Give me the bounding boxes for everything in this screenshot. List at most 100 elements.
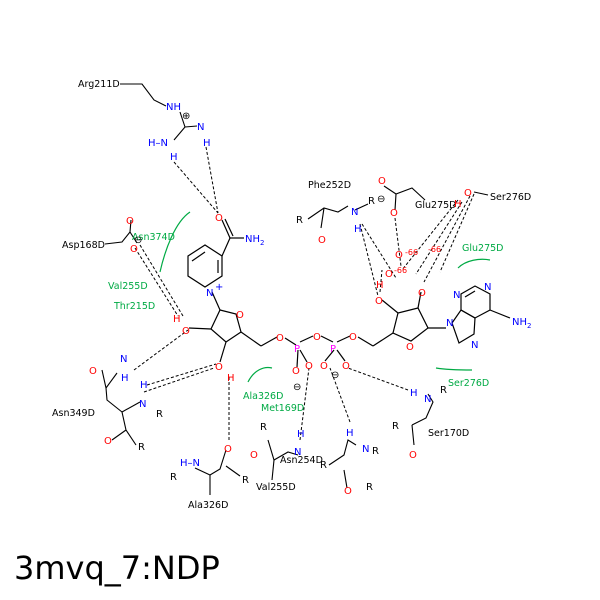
label-asp168: Asp168D <box>62 240 105 251</box>
atom-o-glu2: O <box>390 208 398 219</box>
atom-o-asn349-b: O <box>104 436 112 447</box>
atom-r-ala2: R <box>242 475 249 486</box>
p1-o-down <box>296 349 299 368</box>
atom-r-val: R <box>260 422 267 433</box>
o-c5b <box>357 336 374 347</box>
pyrimidine-ring <box>460 285 491 319</box>
atom-r-ser170: R <box>440 385 447 396</box>
label-ser276-contact: Ser276D <box>448 378 489 389</box>
atom-o-ala: O <box>224 444 232 455</box>
atom-o-ribose2: O <box>406 342 414 353</box>
arg211-chain <box>120 83 167 107</box>
atom-o-ribose1: O <box>236 310 244 321</box>
asn349-nh <box>105 372 118 389</box>
ribose-2 <box>392 307 429 342</box>
glu275-o <box>394 193 397 211</box>
ser170-chain <box>411 393 434 426</box>
nh2-sub: 2 <box>260 239 264 247</box>
atom-nh-arg: NH <box>166 102 181 113</box>
phe252-chain <box>307 205 349 220</box>
atom-r-ala: R <box>170 472 177 483</box>
asn254-co <box>343 469 348 489</box>
label-thr215: Thr215D <box>113 301 155 312</box>
atom-r-asn254: R <box>372 446 379 457</box>
atom-n-arg: N <box>197 122 204 133</box>
atom-o3b: O <box>418 288 426 299</box>
ser170-co <box>411 424 415 446</box>
atom-nh-asn349: N <box>120 354 127 365</box>
amide-link <box>221 237 231 257</box>
atom-o-glu1: O <box>378 176 386 187</box>
atom-h-arg2: H <box>170 152 178 163</box>
p2-o-side <box>336 349 346 362</box>
hbond-phe-o <box>359 223 379 297</box>
hbond-ser-2 <box>415 201 463 275</box>
asp168-o <box>129 219 132 233</box>
atom-h-arg: H <box>203 138 211 149</box>
o-p2 <box>320 335 334 343</box>
c2-o <box>188 327 212 330</box>
p1-o <box>299 335 314 343</box>
c5b-c4 <box>372 332 394 347</box>
ala326-r <box>225 465 241 477</box>
atom-o-amide: O <box>215 213 223 224</box>
adenine-db <box>464 290 476 298</box>
atom-r-phe2: R <box>368 196 375 207</box>
hbond-asn-o3 <box>146 363 217 386</box>
atom-h-o3: H <box>227 373 235 384</box>
atom-hn-ala: H–N <box>180 458 200 469</box>
hbond-asp-o2-1 <box>134 247 179 317</box>
arg211-cz-nh <box>184 125 198 128</box>
atom-n-asn254: N <box>362 444 369 455</box>
arg211-cz <box>179 111 186 128</box>
atom-o3-ribose: O <box>215 362 223 373</box>
atom-n-phe: N <box>351 207 358 218</box>
imidazole-ring <box>451 309 476 344</box>
p2-o-down <box>324 349 335 362</box>
residue-labels: Arg211D Asp168D Asn349D Phe252D Glu275D … <box>52 79 531 511</box>
dist-1: -66 <box>405 248 418 257</box>
atom-o-val: O <box>250 450 258 461</box>
atom-nh2-adenine: NH2 <box>512 317 531 330</box>
hbond-ser-3 <box>423 195 471 283</box>
atom-r-asn349: R <box>156 409 163 420</box>
atom-r-asn349-b: R <box>138 442 145 453</box>
atom-o2-ribose: O <box>182 326 190 337</box>
nicotinamide-ring <box>187 244 223 288</box>
label-ala326-contact: Ala326D <box>243 391 283 402</box>
atom-r-asn254c: R <box>366 482 373 493</box>
val255-down <box>271 459 275 481</box>
atom-labels: NH ⊕ N H H–N H O NH2 N + O O ⊖ O O H O H… <box>89 102 531 497</box>
amide-co-2 <box>224 218 234 237</box>
atom-h-o2b: H <box>376 280 384 291</box>
arg211-cz-nh2 <box>173 126 186 141</box>
atom-minus-glu: ⊖ <box>377 194 385 205</box>
phe252-nr <box>354 203 369 211</box>
atom-o-p1b: O <box>305 361 313 372</box>
p1-o-side <box>299 349 308 363</box>
atom-n7: N <box>471 340 478 351</box>
hbond-asn254-p1 <box>299 367 310 441</box>
hbond-n-p2 <box>329 367 351 423</box>
hbond-asn-o2 <box>133 329 189 371</box>
atom-n-val: N <box>294 447 301 458</box>
contact-labels: Asn374D Val255D Thr215D Ala326D Met169D … <box>108 232 503 414</box>
ser276-bond <box>473 191 489 196</box>
atom-p2: P <box>330 344 336 355</box>
atom-r-ser170b: R <box>392 421 399 432</box>
c3-o <box>219 341 227 363</box>
residue-bonds <box>101 83 489 495</box>
ala326-chain <box>194 449 227 476</box>
atom-h-ser276: H <box>454 199 462 210</box>
atom-minus-asp: ⊖ <box>134 235 142 246</box>
label-met169: Met169D <box>261 403 304 414</box>
contact-asn374 <box>159 211 191 273</box>
atom-plus-ring: + <box>215 282 223 293</box>
atom-o-cluster2: O <box>385 269 393 280</box>
atom-n3: N <box>453 290 460 301</box>
c5-o5 <box>260 336 278 347</box>
atom-h-val: H <box>297 429 305 440</box>
dist-2: -66 <box>428 245 441 254</box>
atom-minus-p2: ⊖ <box>331 370 339 381</box>
